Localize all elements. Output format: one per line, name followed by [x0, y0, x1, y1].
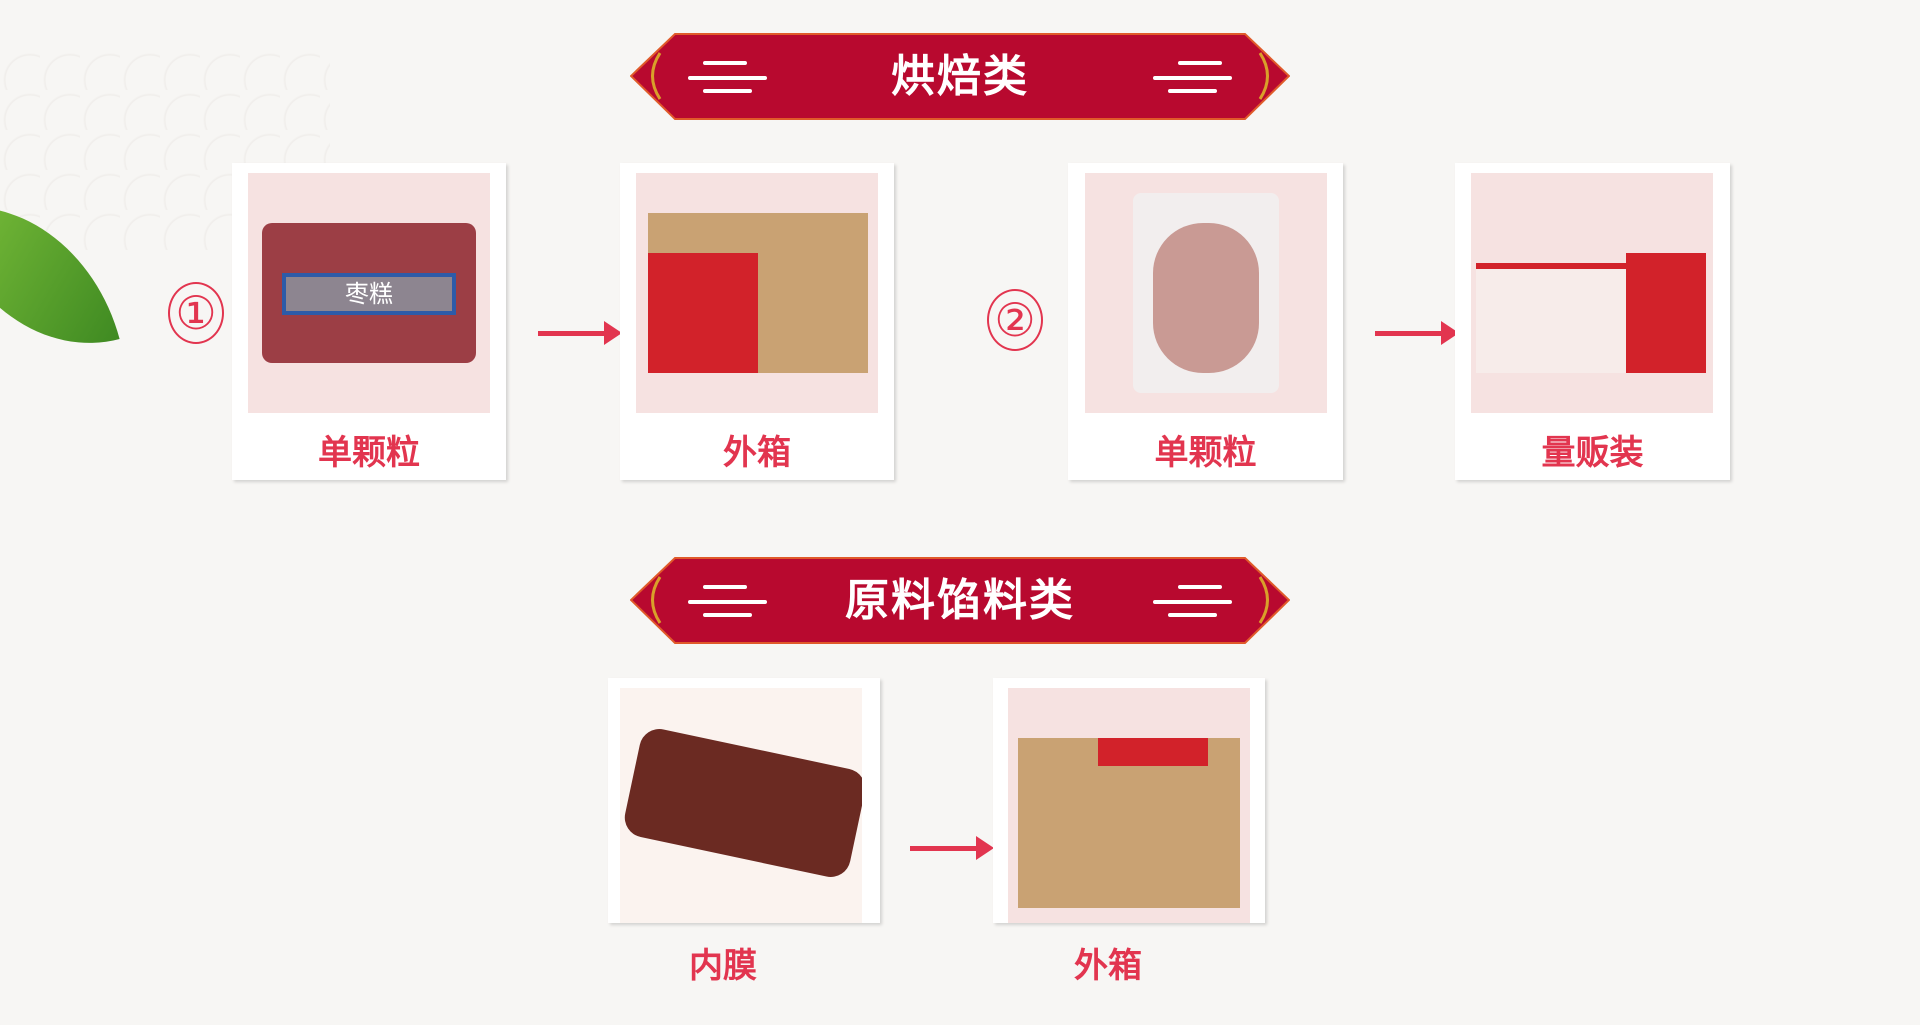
card-label: 内膜 [689, 946, 757, 986]
product-card: 单颗粒 [1068, 163, 1343, 480]
arrow-right-icon [538, 321, 622, 345]
box-side [1626, 253, 1706, 373]
card-label: 单颗粒 [318, 433, 420, 473]
product-image-single-pack [1085, 173, 1327, 413]
card-label: 单颗粒 [1154, 433, 1257, 473]
box-front [1476, 263, 1626, 373]
section-banner-baking: 烘焙类 [630, 33, 1290, 120]
product-card: 枣糕 单颗粒 [232, 163, 506, 480]
cake-shape [1153, 223, 1259, 373]
step-number-2: ② [987, 289, 1043, 351]
product-image-outer-box [636, 173, 878, 413]
paste-bag [621, 725, 862, 881]
pack-shape: 枣糕 [262, 223, 476, 363]
box-shape [1018, 738, 1240, 908]
pack-label: 枣糕 [282, 273, 456, 315]
product-card [608, 678, 880, 923]
banner-shape [630, 557, 1290, 644]
product-image-inner-film [620, 688, 862, 923]
product-card [993, 678, 1265, 923]
card-label: 量贩装 [1541, 433, 1644, 473]
arrow-right-icon [1375, 321, 1459, 345]
arrow-right-icon [910, 836, 994, 860]
product-image-outer-box [1008, 688, 1250, 923]
card-label: 外箱 [1074, 946, 1142, 986]
card-label: 外箱 [723, 433, 791, 473]
step-number-1: ① [168, 282, 224, 344]
product-card: 量贩装 [1455, 163, 1730, 480]
banner-shape [630, 33, 1290, 120]
product-card: 外箱 [620, 163, 894, 480]
section-title: 烘焙类 [891, 51, 1029, 102]
box-red-tape [1098, 738, 1208, 766]
product-image-bulk-box [1471, 173, 1713, 413]
section-title: 原料馅料类 [845, 575, 1075, 626]
product-image-single-pack: 枣糕 [248, 173, 490, 413]
box-red-panel [648, 253, 758, 373]
section-banner-raw-materials: 原料馅料类 [630, 557, 1290, 644]
